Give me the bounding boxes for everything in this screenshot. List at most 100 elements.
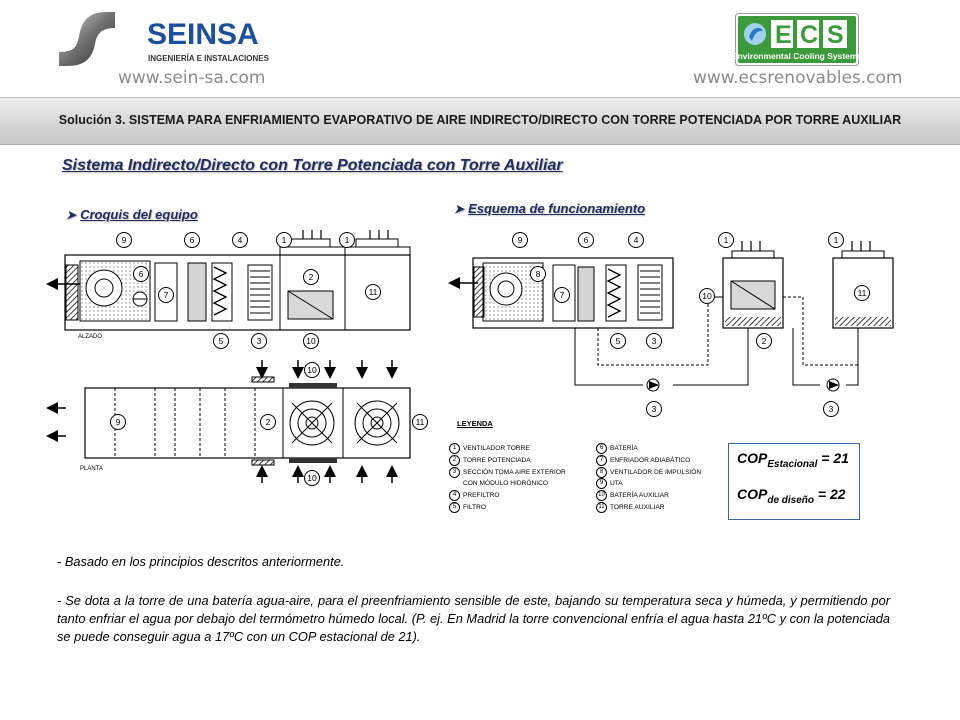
esquema-callout-number: 11	[858, 288, 867, 298]
esquema-view	[448, 241, 894, 392]
esquema-callout-circle	[646, 401, 662, 417]
ecs-url-link[interactable]: www.ecsrenovables.com	[693, 68, 903, 88]
legend-text: ENFRIADOR ADIABÁTICO	[610, 457, 691, 465]
alzado-callout-circle	[184, 232, 200, 248]
seinsa-logo-mark: SEINSA INGENIERÍA E INSTALACIONES	[59, 12, 270, 66]
planta-callout-number: 11	[416, 417, 425, 427]
seinsa-logo[interactable]: SEINSA INGENIERÍA E INSTALACIONES	[55, 6, 270, 68]
legend-number	[449, 478, 460, 489]
alzado-callout-circle	[232, 232, 248, 248]
esquema-callout-circle	[646, 333, 662, 349]
title-band	[0, 97, 960, 145]
legend-text: CON MÓDULO HIDRÓNICO	[463, 480, 548, 488]
alzado-callout-number: 6	[139, 269, 144, 279]
ecs-logo[interactable]: E C S Environmental Cooling Systems	[732, 13, 862, 66]
esquema-callout-circle	[756, 333, 772, 349]
alzado-callout-number: 6	[190, 235, 195, 245]
cop-diseno: COPde diseño = 22	[737, 486, 846, 506]
esquema-callout-number: 1	[834, 235, 839, 245]
svg-text:C: C	[800, 21, 818, 49]
seinsa-url-link[interactable]: www.sein-sa.com	[118, 68, 266, 88]
planta-callout-number: 2	[266, 417, 271, 427]
legend-item: CON MÓDULO HIDRÓNICO	[449, 478, 594, 490]
planta-callout-circle	[304, 362, 320, 378]
legend-text: PREFILTRO	[463, 492, 500, 500]
arrow-bullet-icon: ➤	[454, 202, 465, 216]
alzado-callout-circle	[276, 232, 292, 248]
alzado-view: ALZADO	[46, 230, 411, 340]
alzado-callout-circle	[303, 333, 319, 349]
esquema-callout-number: 3	[652, 336, 657, 346]
legend-text: FILTRO	[463, 503, 486, 511]
esquema-callout-number: 1	[724, 235, 729, 245]
legend-number: 9	[596, 478, 607, 490]
esquema-callout-circle	[578, 232, 594, 248]
legend-text: TORRE AUXILIAR	[610, 503, 665, 511]
esquema-callout-number: 7	[560, 290, 565, 300]
alzado-callout-circle	[365, 284, 381, 300]
legend-number: 8	[596, 466, 607, 478]
alzado-callout-number: 10	[306, 336, 316, 346]
planta-callout-number: 9	[116, 417, 121, 427]
esquema-callout-number: 8	[536, 269, 541, 279]
alzado-callout-circle	[339, 232, 355, 248]
legend-number: 5	[449, 501, 460, 513]
cop-diseno-base: COP	[737, 486, 768, 502]
body-paragraph-1: - Basado en los principios descritos ant…	[57, 554, 345, 569]
legend-number: 3	[449, 466, 460, 478]
alzado-callout-circle	[116, 232, 132, 248]
alzado-callout-circle	[133, 266, 149, 282]
esquema-callout-circle	[610, 333, 626, 349]
cop-diseno-sub: de diseño	[767, 494, 815, 506]
legend-text: VENTILADOR DE IMPULSIÓN	[610, 468, 702, 476]
legend-number: 4	[449, 490, 460, 502]
legend-number: 2	[449, 455, 460, 467]
esquema-callout-circle	[854, 285, 870, 301]
alzado-callout-number: 4	[238, 235, 243, 245]
esquema-heading: ➤Esquema de funcionamiento	[454, 201, 645, 216]
planta-view: PLANTA	[46, 360, 411, 483]
esquema-callout-circle	[823, 401, 839, 417]
main-heading: Sistema Indirecto/Directo con Torre Pote…	[62, 157, 563, 174]
alzado-callout-number: 7	[164, 290, 169, 300]
esquema-callout-number: 9	[518, 235, 523, 245]
header-band: SEINSA INGENIERÍA E INSTALACIONES www.se…	[0, 0, 960, 97]
legend-title: LEYENDA	[457, 419, 493, 428]
legend-text: VENTILADOR TORRE	[463, 445, 530, 453]
legend-text: BATERÍA	[610, 445, 638, 453]
esquema-callout-number: 2	[762, 336, 767, 346]
cop-estacional: COPEstacional = 21	[737, 450, 849, 470]
legend-number: 6	[596, 443, 607, 455]
alzado-label: ALZADO	[78, 334, 102, 340]
alzado-callout-number: 9	[122, 235, 127, 245]
legend-text: UTA	[610, 480, 623, 488]
arrow-bullet-icon: ➤	[66, 208, 77, 222]
alzado-callout-circle	[251, 333, 267, 349]
solution-title: Solución 3. SISTEMA PARA ENFRIAMIENTO EV…	[58, 113, 902, 127]
esquema-callout-number: 4	[634, 235, 639, 245]
esquema-callout-circle	[554, 287, 570, 303]
esquema-callout-circle	[512, 232, 528, 248]
alzado-callout-number: 3	[257, 336, 262, 346]
esquema-callout-number: 6	[584, 235, 589, 245]
svg-text:S: S	[827, 21, 844, 49]
esquema-callout-circle	[828, 232, 844, 248]
alzado-callout-circle	[158, 287, 174, 303]
esquema-callout-circle	[718, 232, 734, 248]
body-paragraph-2: - Se dota a la torre de una batería agua…	[57, 593, 890, 644]
planta-callout-circle	[110, 414, 126, 430]
legend-number: 1	[449, 443, 460, 455]
ecs-logo-mark: E C S Environmental Cooling Systems	[732, 13, 862, 66]
legend-number: 11	[596, 501, 607, 513]
croquis-heading-text: Croquis del equipo	[80, 207, 198, 222]
